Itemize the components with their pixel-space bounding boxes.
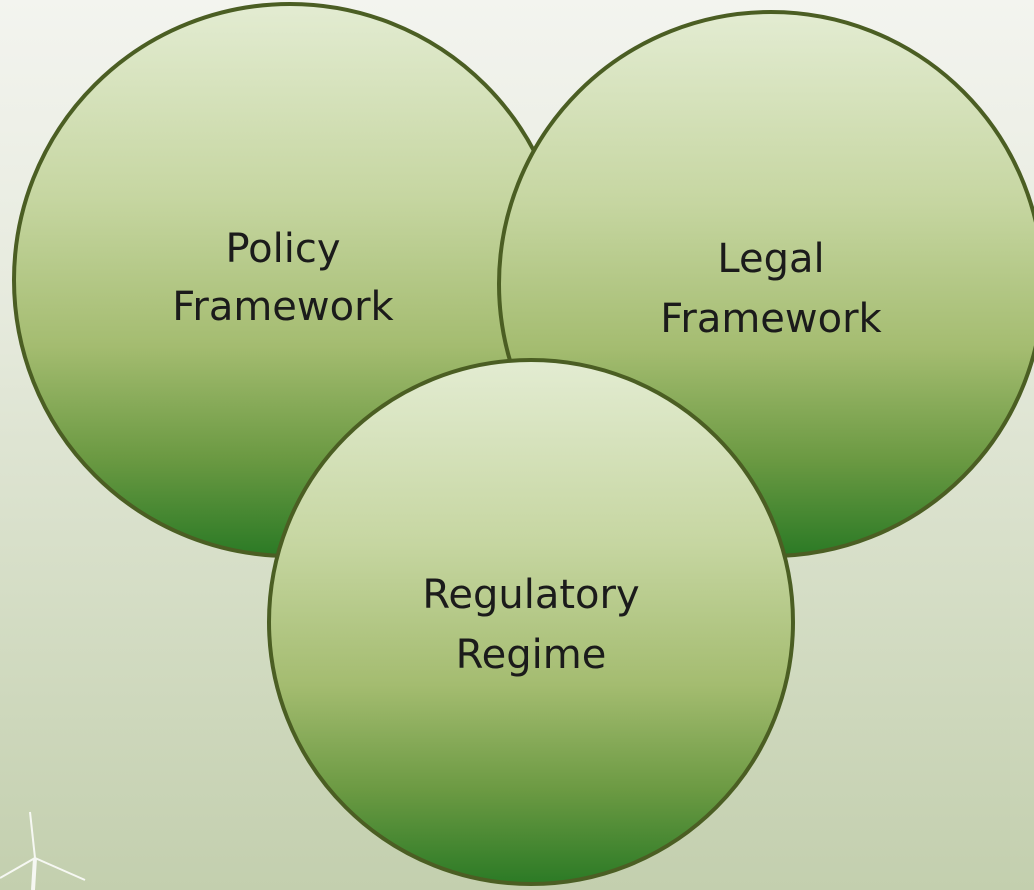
policy-label-line2: Framework: [172, 284, 394, 330]
legal-label-line1: Legal: [717, 236, 824, 282]
regulatory-label-line1: Regulatory: [422, 572, 639, 618]
legal-label-line2: Framework: [660, 296, 882, 342]
wind-turbine-icon: [0, 811, 86, 890]
regulatory-label-line2: Regime: [456, 632, 607, 678]
policy-label-line1: Policy: [225, 226, 340, 272]
circle-regulatory-regime: Regulatory Regime: [267, 358, 795, 886]
